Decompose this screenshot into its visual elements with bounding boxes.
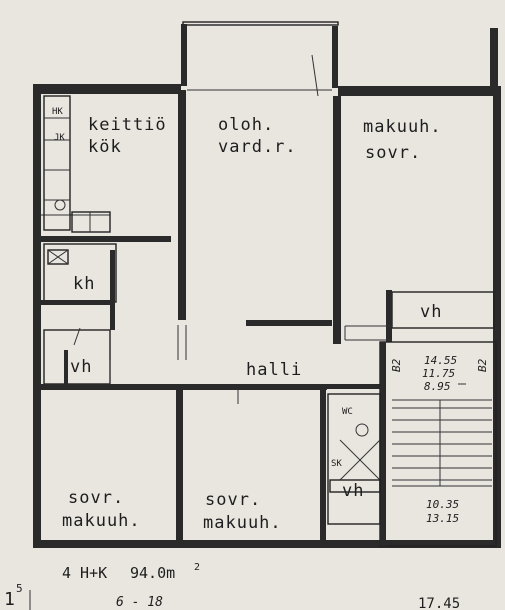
sk-label: SK	[331, 459, 342, 469]
b2-right: B2	[476, 358, 489, 372]
level-bottom-2: 13.15	[426, 512, 459, 525]
wc-label: WC	[342, 407, 353, 417]
wall-right	[493, 86, 501, 546]
closet-right	[391, 291, 495, 329]
area-exponent: 2	[194, 562, 200, 573]
wall-hall-bottom	[41, 384, 327, 390]
level-top-2: 11.75	[422, 367, 455, 380]
kitchen-label-sv: kök	[88, 137, 122, 157]
balcony-wall-left	[181, 24, 187, 86]
wall-kitchen-living	[178, 90, 186, 320]
footer-corner-exp: 5	[16, 582, 23, 595]
wall-bedrooms	[176, 390, 183, 540]
master-label-fi: makuuh.	[363, 117, 442, 137]
b2-left: B2	[390, 358, 403, 372]
footer-left-code: 6 - 18	[116, 595, 163, 610]
footer-corner: 1	[4, 589, 15, 610]
kitchen-counter	[71, 211, 111, 233]
level-bottom-1: 10.35	[426, 498, 459, 511]
closet-right-label: vh	[420, 302, 442, 322]
hall-label: halli	[246, 360, 302, 380]
kitchen-cabinets	[43, 95, 71, 231]
living-label-fi: oloh.	[218, 115, 274, 135]
closet-left-label: vh	[70, 357, 92, 377]
wall-top-right	[338, 86, 500, 96]
area-label: 4 H+K	[62, 564, 107, 582]
wc-block	[327, 393, 381, 525]
master-label-sv: sovr.	[365, 143, 421, 163]
level-top-3: 8.95	[424, 380, 451, 393]
balcony-wall-right	[332, 26, 338, 88]
wall-bottom	[33, 540, 501, 548]
closet-center-label: vh	[342, 481, 364, 501]
bedroom2-label-sv: sovr.	[205, 490, 261, 510]
balcony-frame-top	[182, 21, 339, 26]
wall-top-left	[33, 84, 181, 94]
wall-living-bedroom	[333, 96, 341, 344]
footer-right-code: 17.45	[418, 596, 460, 610]
living-label-sv: vard.r.	[218, 137, 297, 157]
bedroom2-label-fi: makuuh.	[203, 513, 282, 533]
hk-label: HK	[52, 107, 63, 117]
bath-label: kh	[73, 274, 95, 294]
bedroom1-label-sv: sovr.	[68, 488, 124, 508]
level-top-1: 14.55	[424, 354, 457, 367]
area-value: 94.0m	[130, 564, 175, 582]
stair-treads	[392, 399, 492, 487]
kitchen-label-fi: keittiö	[88, 115, 167, 135]
bedroom1-label-fi: makuuh.	[62, 511, 141, 531]
wall-left	[33, 84, 41, 546]
jk-label: JK	[54, 133, 65, 143]
